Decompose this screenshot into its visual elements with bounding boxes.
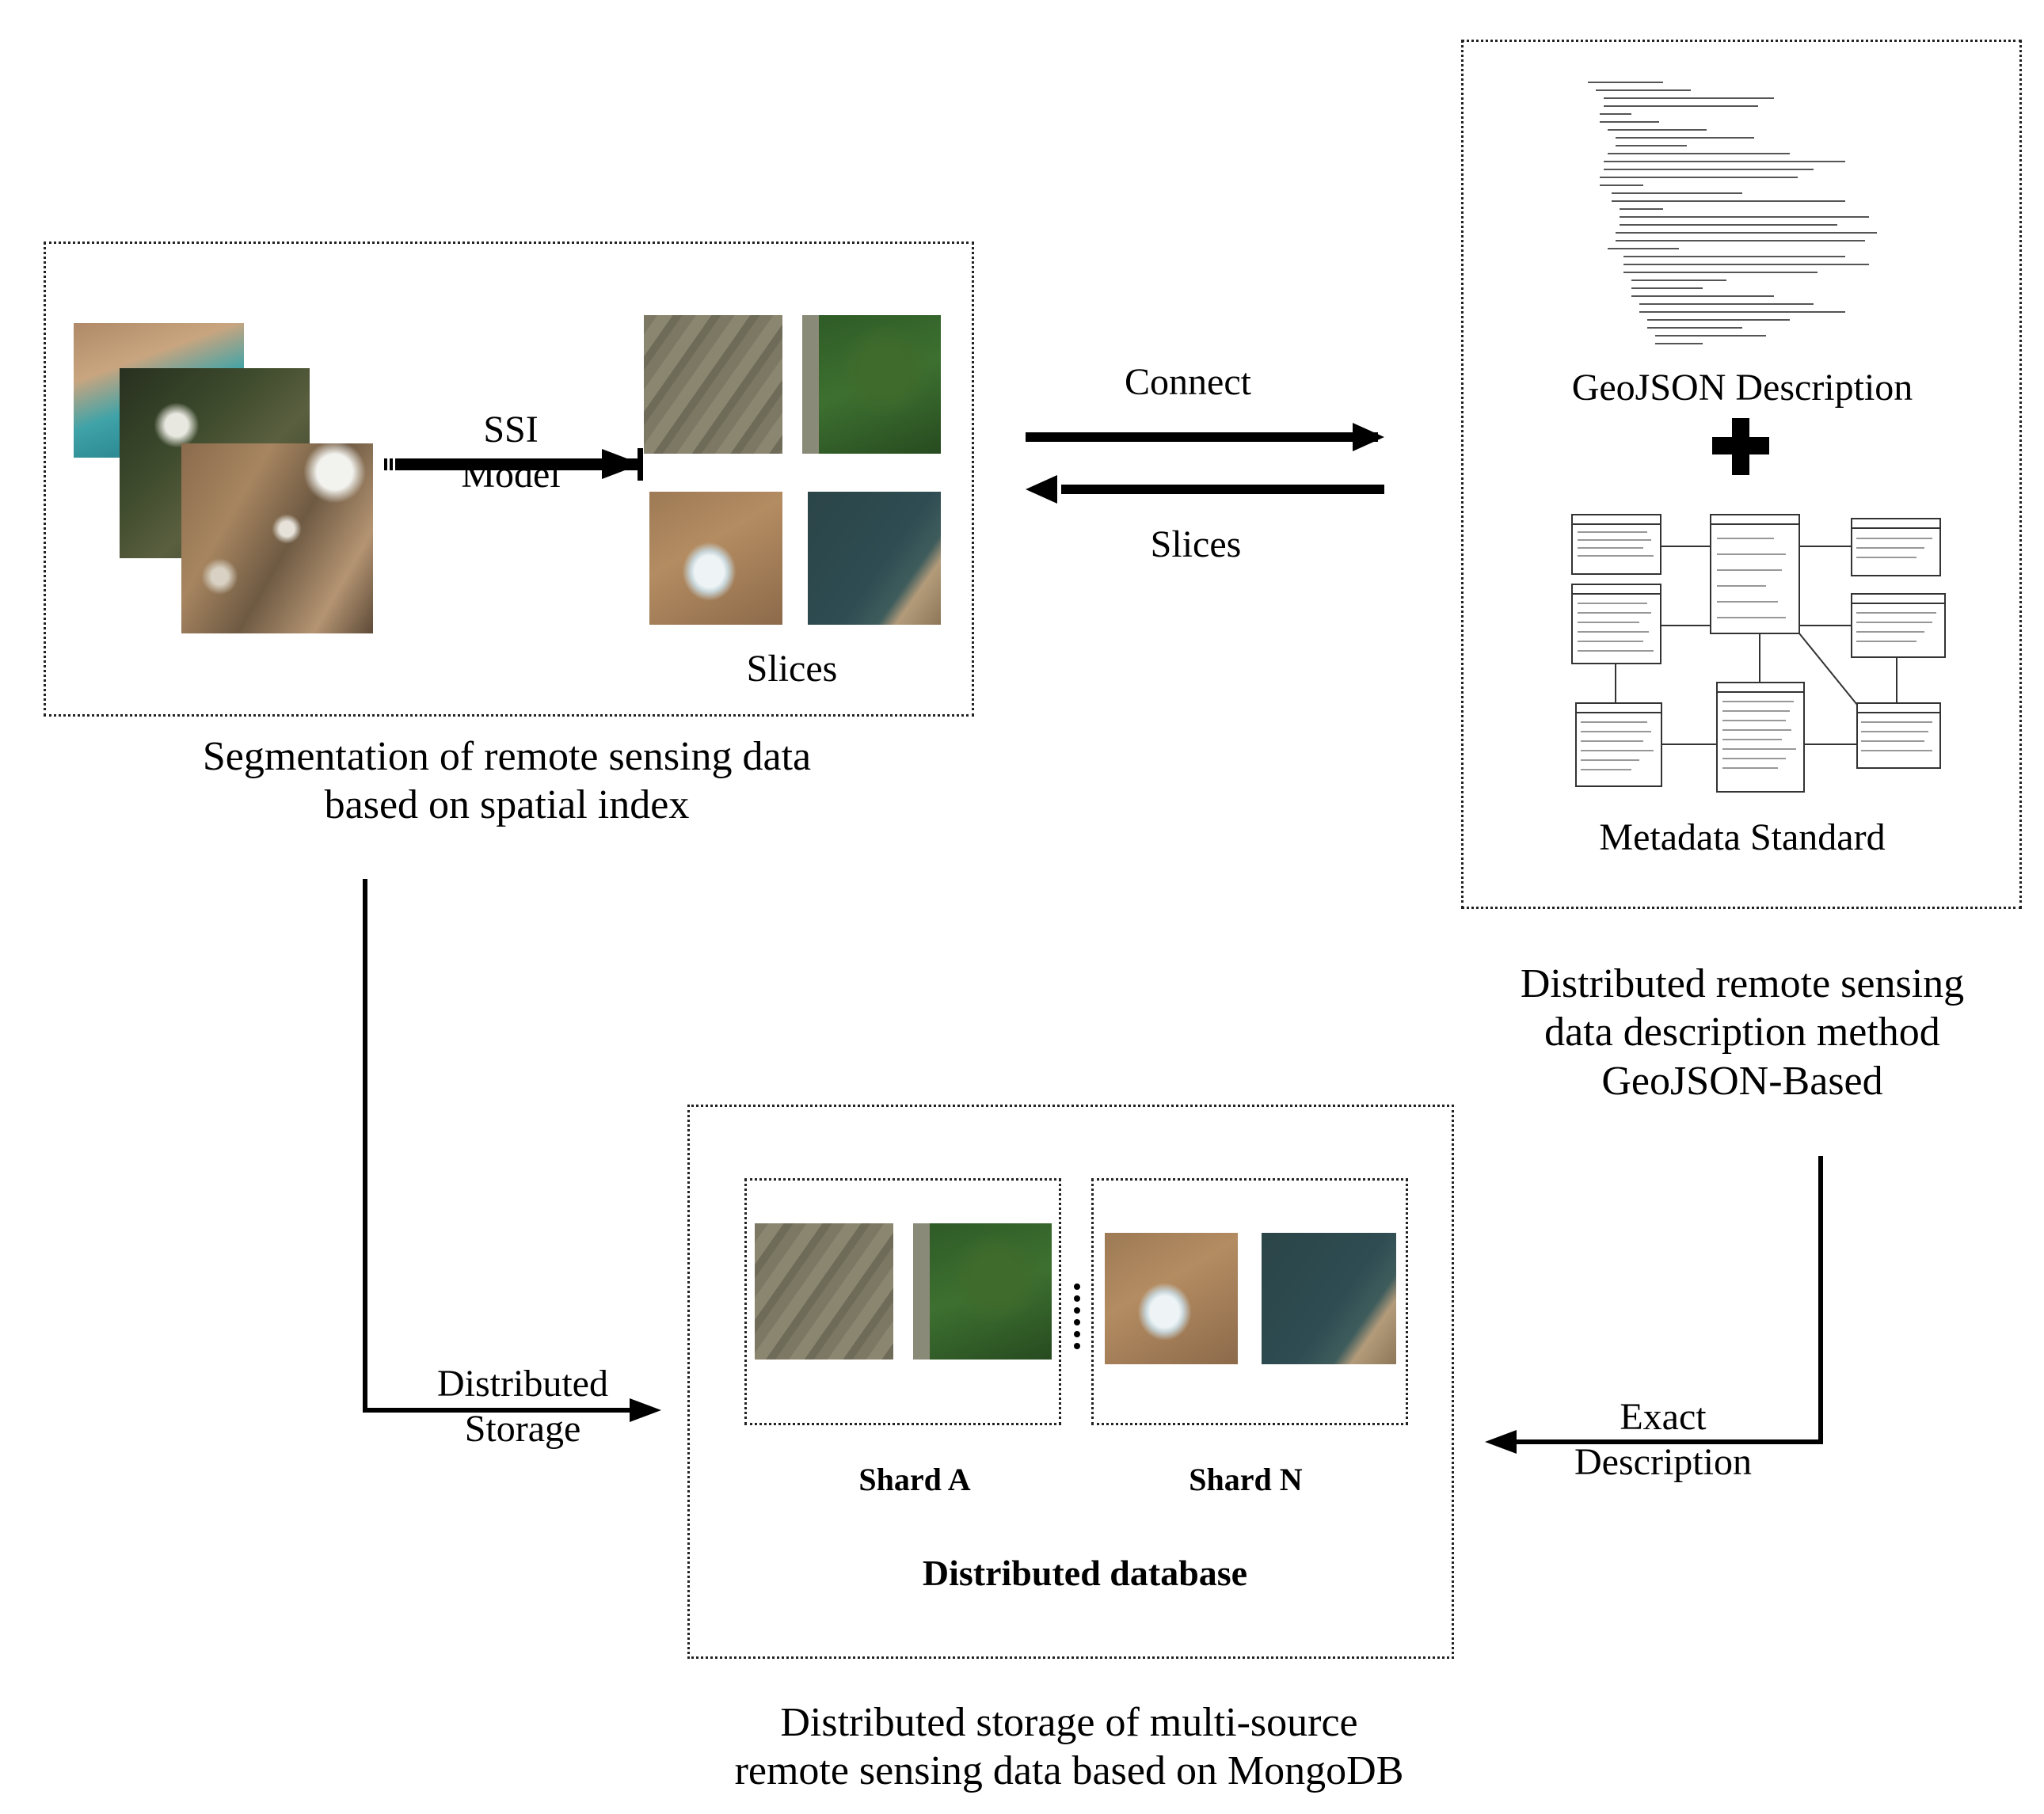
exact-arrow-vertical [1818, 1156, 1823, 1444]
connect-arrow-head [1353, 423, 1384, 451]
slices-label-segmentation: Slices [746, 648, 838, 690]
distributed-database-label: Distributed database [922, 1553, 1248, 1593]
geojson-description-label: GeoJSON Description [1571, 367, 1913, 409]
connect-arrow-shaft [1026, 432, 1378, 442]
storage-arrow-vertical [363, 879, 367, 1413]
shard-n-label: Shard N [1189, 1462, 1303, 1497]
slices-arrow-head [1026, 475, 1057, 504]
shard-n-slice-1 [1105, 1233, 1238, 1364]
shard-a-label: Shard A [858, 1462, 971, 1497]
segmentation-caption: Segmentation of remote sensing data base… [202, 734, 812, 828]
slice-image-2 [802, 315, 941, 454]
plus-icon-vertical [1732, 418, 1749, 475]
ssi-model-label: SSI Model [461, 409, 561, 496]
slice-image-1 [644, 315, 782, 454]
slices-arrow-shaft [1061, 485, 1384, 494]
slice-image-4 [808, 492, 941, 625]
segmentation-panel [44, 241, 974, 717]
exact-arrow-head [1485, 1430, 1517, 1454]
slices-label-return: Slices [1150, 523, 1242, 565]
shard-a-box [744, 1178, 1061, 1425]
storage-panel [687, 1105, 1454, 1659]
description-panel [1461, 40, 2022, 909]
storage-caption: Distributed storage of multi-source remo… [734, 1700, 1404, 1794]
shard-a-slice-2 [913, 1223, 1052, 1360]
connect-label: Connect [1125, 361, 1251, 403]
description-caption: Distributed remote sensing data descript… [1520, 961, 1965, 1104]
source-image-3 [181, 443, 373, 633]
exact-description-label: Exact Description [1574, 1396, 1752, 1483]
shard-n-box [1091, 1178, 1408, 1425]
storage-arrow-head [630, 1398, 661, 1422]
distributed-storage-label: Distributed Storage [437, 1363, 608, 1450]
shard-a-slice-1 [755, 1223, 893, 1360]
shard-n-slice-2 [1262, 1233, 1396, 1364]
slice-image-3 [649, 492, 782, 625]
metadata-standard-label: Metadata Standard [1599, 816, 1886, 858]
